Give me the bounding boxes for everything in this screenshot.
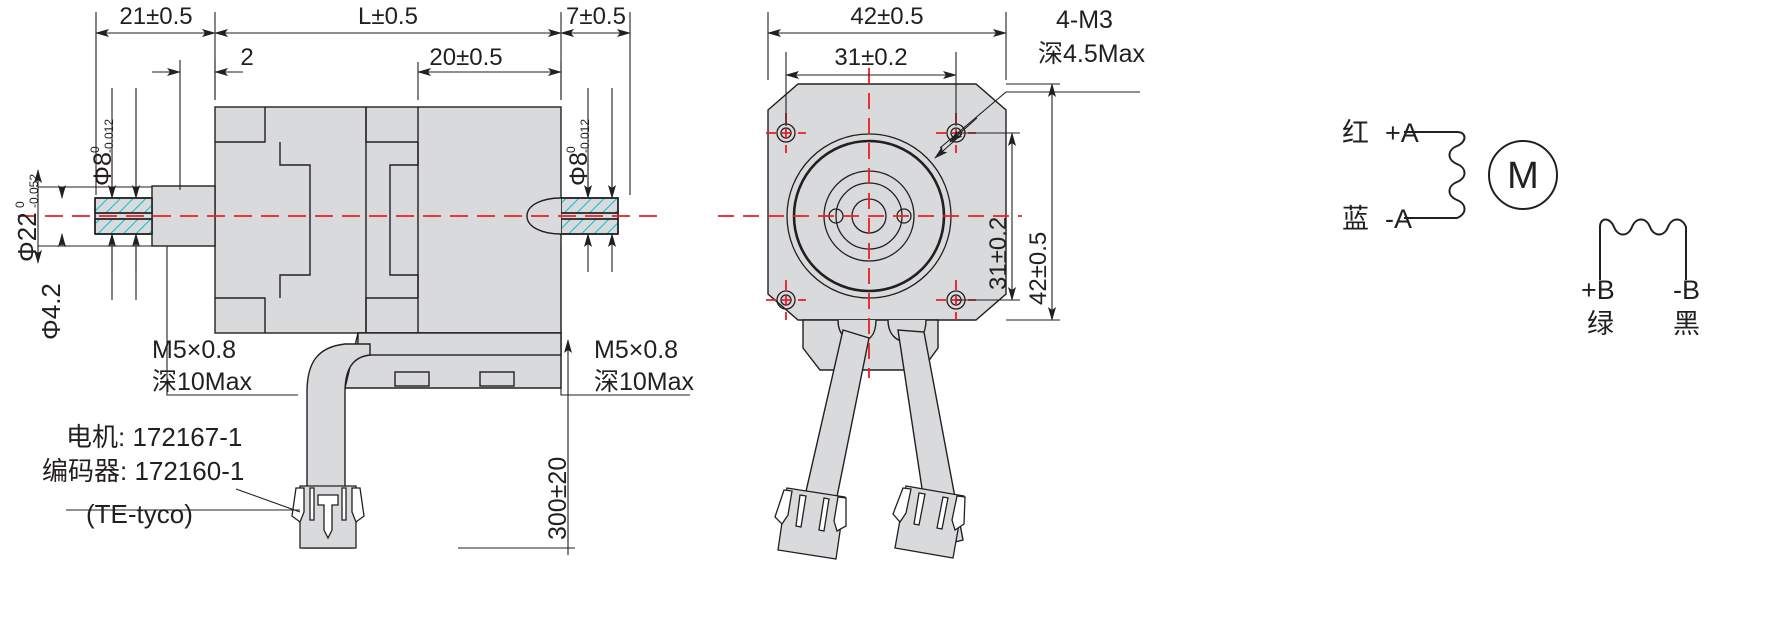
drawing-text-layer: 21±0.5 L±0.5 7±0.5 2 20±0.5 Φ8 0 -0.012 … bbox=[12, 3, 1700, 540]
dim-boss-tol-upper: 0 bbox=[13, 201, 27, 208]
dim-cable-length: 300±20 bbox=[544, 457, 572, 540]
dim-rear-shaft-length: 7±0.5 bbox=[566, 3, 626, 30]
wire-label-signal-b-plus: +B bbox=[1581, 275, 1615, 305]
wire-label-signal-a-minus: -A bbox=[1385, 204, 1412, 234]
front-view-geometry bbox=[767, 83, 1007, 560]
dim-rear-shaft-tol-upper: 0 bbox=[564, 146, 578, 153]
note-connector-motor: 电机: 172167-1 bbox=[66, 422, 242, 452]
note-connector-brand: (TE-tyco) bbox=[86, 499, 193, 529]
front-view-dimensions bbox=[767, 12, 1140, 321]
wire-label-color-a-minus: 蓝 bbox=[1342, 204, 1369, 234]
dim-body-length: L±0.5 bbox=[358, 3, 418, 30]
note-mounting-holes-line1: 4-M3 bbox=[1056, 6, 1113, 34]
note-mounting-holes-line2: 深4.5Max bbox=[1038, 40, 1145, 68]
motor-symbol-label: M bbox=[1507, 155, 1539, 197]
dim-hole-pitch-vertical: 31±0.2 bbox=[985, 217, 1012, 290]
wire-label-color-a-plus: 红 bbox=[1342, 118, 1369, 148]
dim-flange-width: 42±0.5 bbox=[850, 3, 923, 30]
dim-front-shaft-tol-upper: 0 bbox=[88, 146, 102, 153]
note-rear-thread-line1: M5×0.8 bbox=[594, 336, 678, 364]
wire-label-signal-a-plus: +A bbox=[1385, 118, 1419, 148]
dim-pilot-dia: Φ4.2 bbox=[36, 283, 66, 340]
wiring-diagram-geometry bbox=[1404, 131, 1687, 280]
note-rear-thread-line2: 深10Max bbox=[594, 368, 695, 396]
dim-rear-shaft-tol-lower: -0.012 bbox=[578, 119, 592, 153]
wire-label-color-b-minus: 黑 bbox=[1673, 309, 1700, 339]
dim-rear-body-offset: 20±0.5 bbox=[429, 44, 502, 71]
dim-rear-shaft-dia: Φ8 bbox=[565, 152, 593, 186]
dim-flange-height: 42±0.5 bbox=[1025, 232, 1052, 305]
wire-label-signal-b-minus: -B bbox=[1673, 275, 1700, 305]
note-connector-encoder: 编码器: 172160-1 bbox=[42, 456, 244, 486]
side-view-geometry bbox=[94, 106, 619, 549]
dim-boss-tol-lower: -0.052 bbox=[27, 174, 41, 208]
note-front-thread-line2: 深10Max bbox=[152, 368, 253, 396]
dim-front-shaft-length: 21±0.5 bbox=[119, 3, 192, 30]
dim-front-step: 2 bbox=[240, 44, 253, 71]
dim-hole-pitch-horizontal: 31±0.2 bbox=[834, 44, 907, 71]
dim-front-shaft-dia: Φ8 bbox=[89, 152, 117, 186]
side-view-dimensions bbox=[34, 12, 690, 555]
dim-front-shaft-tol-lower: -0.012 bbox=[102, 119, 116, 153]
wire-label-color-b-plus: 绿 bbox=[1587, 309, 1614, 339]
note-front-thread-line1: M5×0.8 bbox=[152, 336, 236, 364]
dim-boss-dia: Φ22 bbox=[12, 212, 42, 262]
